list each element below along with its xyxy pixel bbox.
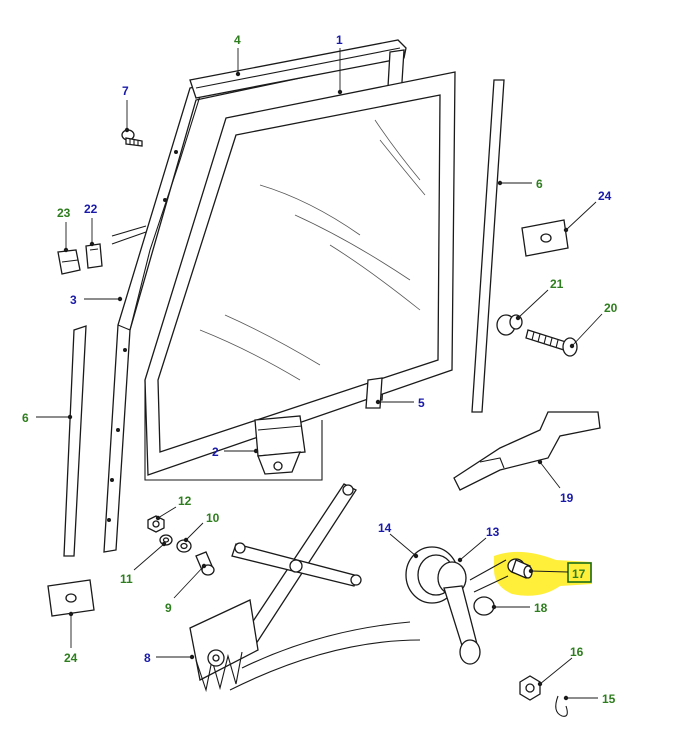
callout-2: 2 [212,445,219,459]
callout-14: 14 [378,521,392,535]
callout-1: 1 [336,33,343,47]
pad-part-24-left[interactable] [47,579,95,617]
callout-3: 3 [70,293,77,307]
callout-6-right: 6 [536,177,543,191]
callout-20: 20 [604,301,618,315]
clip-part-15[interactable] [555,695,568,717]
callout-4: 4 [234,33,241,47]
nut-part-16[interactable] [519,675,541,701]
callout-22: 22 [84,202,98,216]
highlight-box-17 [567,562,592,583]
screw-part-20[interactable] [525,329,578,357]
cap-part-18[interactable] [473,596,495,616]
callout-15: 15 [602,692,616,706]
callout-7: 7 [122,84,129,98]
screw-part-7[interactable] [121,129,143,147]
callout-18: 18 [534,601,548,615]
door-glass-part-1[interactable] [144,71,456,476]
callout-24-right: 24 [598,189,612,203]
winder-handle-part-13[interactable] [437,559,509,665]
top-channel-part-4[interactable] [189,39,407,99]
seal-strip-left-part-6[interactable] [63,325,87,557]
callout-12: 12 [178,494,192,508]
callout-24-left: 24 [64,651,78,665]
callout-8: 8 [144,651,151,665]
nut-part-12[interactable] [147,515,165,533]
callout-10: 10 [206,511,220,525]
callout-19: 19 [560,491,574,505]
leader-lines [36,48,603,701]
clip-part-23[interactable] [57,225,147,275]
callout-11: 11 [120,572,133,586]
window-regulator-part-8[interactable] [189,483,421,693]
callout-13: 13 [486,525,500,539]
washer-part-10[interactable] [176,539,192,553]
clip-part-22[interactable] [85,243,103,269]
callout-21: 21 [550,277,564,291]
callout-16: 16 [570,645,584,659]
callout-5: 5 [418,396,425,410]
pad-part-24-right[interactable] [521,219,569,257]
callout-23: 23 [57,206,71,220]
glass-bracket-part-2[interactable] [254,415,306,475]
screw-part-17[interactable] [507,558,533,579]
callout-17: 17 [572,567,586,581]
glass-outline-box [144,380,323,481]
callout-6-left: 6 [22,411,29,425]
door-handle-part-19[interactable] [453,411,601,491]
seal-strip-right-part-6[interactable] [471,79,505,413]
callout-9: 9 [165,601,172,615]
